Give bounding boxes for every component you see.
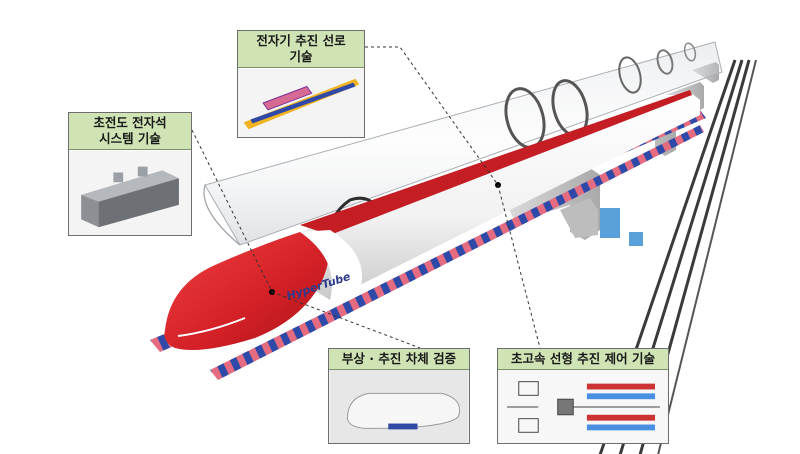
train-nose xyxy=(164,232,330,351)
callout-control-title: 초고속 선형 추진 제어 기술 xyxy=(498,349,668,370)
callout-vehicle-tech: 부상 · 추진 차체 검증 xyxy=(328,348,470,444)
vehicle-illustration xyxy=(329,370,469,443)
callout-vehicle-title: 부상 · 추진 차체 검증 xyxy=(329,349,469,370)
callout-rail-title: 전자기 추진 선로 기술 xyxy=(238,31,364,68)
callout-control-tech: 초고속 선형 추진 제어 기술 xyxy=(497,348,669,444)
hypertube-train: HyperTube xyxy=(164,90,700,351)
control-circuit-diagram xyxy=(498,370,668,443)
callout-superconduct-title: 초전도 전자석 시스템 기술 xyxy=(69,113,191,150)
callout-rail-tech: 전자기 추진 선로 기술 xyxy=(237,30,365,138)
callout-superconduct-tech: 초전도 전자석 시스템 기술 xyxy=(68,112,192,236)
magnet-illustration xyxy=(69,151,191,235)
pillar-equipment-box xyxy=(600,208,620,238)
leader-lines xyxy=(191,46,541,349)
rail-illustration xyxy=(238,69,364,137)
